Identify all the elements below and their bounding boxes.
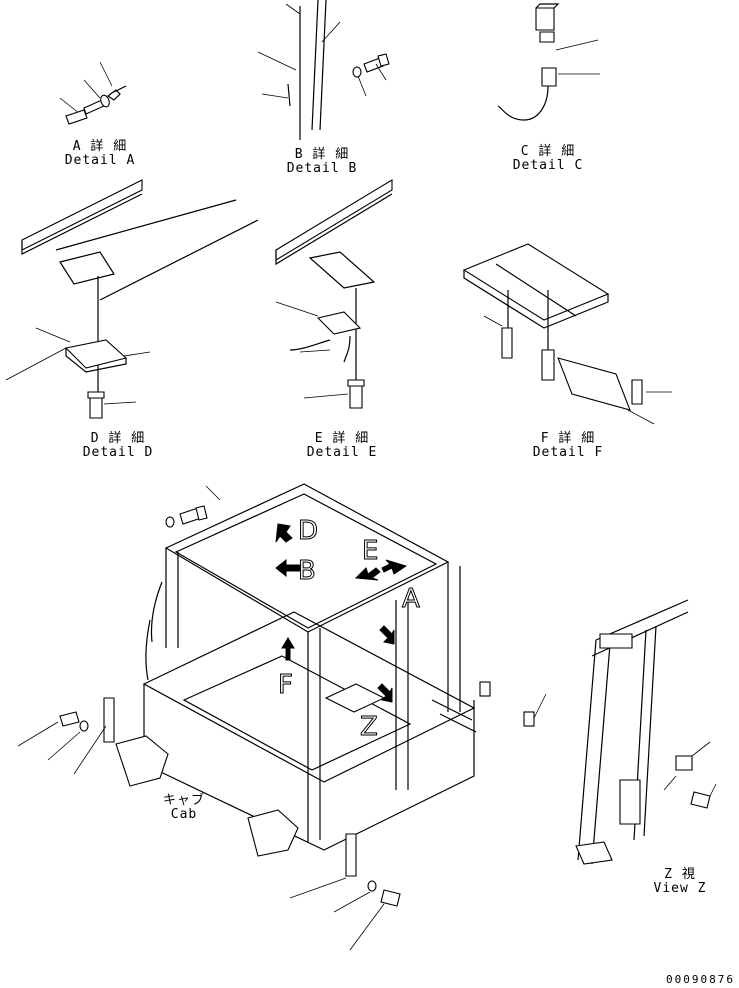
view-marker-z: Z [360, 712, 379, 743]
view-z-drawing [575, 599, 717, 865]
detail-b-jp: B 詳 細 [294, 147, 350, 162]
detail-e-caption: E 詳 細 Detail E [302, 432, 382, 460]
detail-b-caption: B 詳 細 Detail B [282, 148, 362, 176]
detail-c-drawing [497, 3, 600, 121]
view-z-en: View Z [653, 881, 707, 896]
view-marker-b: B [298, 556, 317, 587]
cab-en: Cab [170, 807, 198, 822]
detail-d-en: Detail D [82, 445, 154, 460]
detail-f-caption: F 詳 細 Detail F [528, 432, 608, 460]
detail-c-caption: C 詳 細 Detail C [508, 145, 588, 173]
view-marker-d: D [297, 516, 319, 547]
detail-f-jp: F 詳 細 [540, 431, 596, 446]
detail-e-jp: E 詳 細 [314, 431, 370, 446]
detail-d-jp: D 詳 細 [90, 431, 146, 446]
view-marker-e: E [361, 536, 379, 567]
cab-frame-drawing [115, 483, 477, 857]
detail-e-en: Detail E [306, 445, 378, 460]
cab-caption: キャブ Cab [154, 794, 214, 822]
detail-a-en: Detail A [64, 153, 136, 168]
detail-b-drawing [257, 0, 390, 140]
detail-d-drawing [5, 179, 259, 419]
detail-a-drawing [59, 61, 127, 125]
detail-c-jp: C 詳 細 [520, 144, 576, 159]
detail-f-drawing [462, 243, 672, 425]
view-marker-a: A [402, 584, 421, 615]
detail-a-jp: A 詳 細 [72, 139, 128, 154]
document-number: 00090876 [666, 973, 735, 986]
detail-d-caption: D 詳 細 Detail D [78, 432, 158, 460]
view-z-jp: Z 視 [664, 867, 696, 882]
detail-c-en: Detail C [512, 158, 584, 173]
loose-parts-drawing [17, 485, 547, 951]
cab-jp: キャブ [162, 793, 205, 808]
direction-arrows [275, 523, 408, 703]
detail-f-en: Detail F [532, 445, 604, 460]
detail-e-drawing [275, 179, 393, 409]
view-marker-f: F [278, 670, 294, 701]
detail-a-caption: A 詳 細 Detail A [60, 140, 140, 168]
view-z-caption: Z 視 View Z [640, 868, 720, 896]
detail-b-en: Detail B [286, 161, 358, 176]
